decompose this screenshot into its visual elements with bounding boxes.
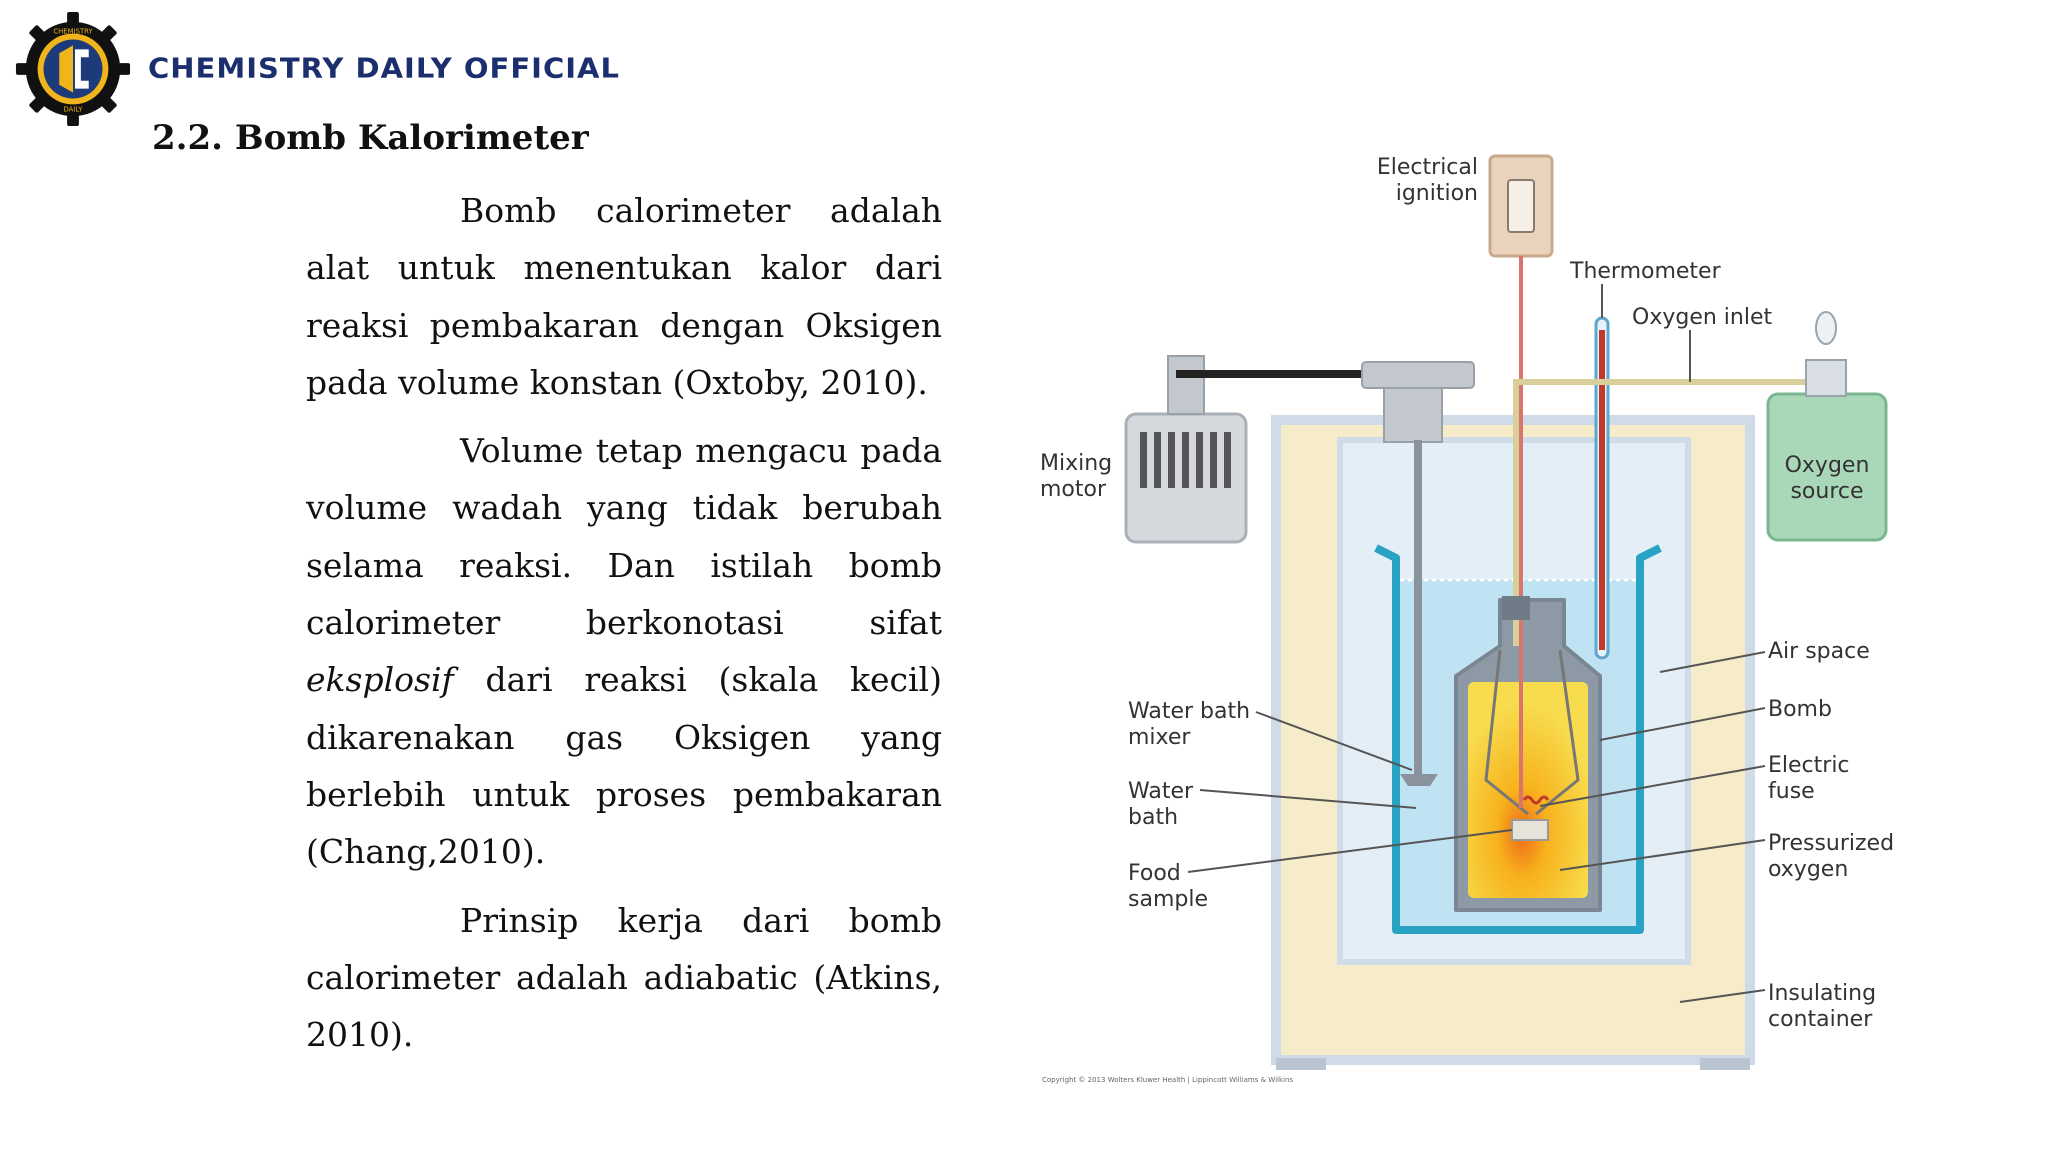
tank-neck <box>1805 359 1847 397</box>
label-oxygen-inlet: Oxygen inlet <box>1632 305 1772 330</box>
chemistry-daily-logo: CHEMISTRY DAILY <box>15 11 131 127</box>
paragraph-2-after: dari reaksi (skala kecil) dikarenakan ga… <box>306 660 942 872</box>
thermometer-mercury <box>1599 330 1605 650</box>
label-pressurized-oxygen-1: Pressurized <box>1768 831 1894 856</box>
label-water-bath-2: bath <box>1128 805 1178 830</box>
label-oxygen-source-2: source <box>1790 479 1863 504</box>
bomb-wire-left <box>1484 649 1529 816</box>
label-insulating-container-2: container <box>1768 1007 1873 1032</box>
leader-insulating-container <box>1679 989 1766 1003</box>
leader-water-bath <box>1199 789 1417 809</box>
label-water-bath-mixer-1: Water bath <box>1128 699 1250 724</box>
label-mixing-motor-2: motor <box>1040 477 1107 502</box>
motor-pulley <box>1167 355 1205 415</box>
food-sample-cup <box>1511 819 1549 841</box>
label-water-bath-mixer-2: mixer <box>1128 725 1191 750</box>
bomb-wire-right <box>1535 649 1580 816</box>
label-oxygen-source-1: Oxygen <box>1785 453 1870 478</box>
paragraph-2: Volume tetap mengacu pada volume wadah y… <box>306 422 942 880</box>
stirrer-hub <box>1383 387 1443 443</box>
water-bath-beaker <box>1374 544 1662 934</box>
bomb-interior <box>1468 682 1588 898</box>
label-water-bath-1: Water <box>1128 779 1194 804</box>
label-food-sample-2: sample <box>1128 887 1208 912</box>
paragraph-1: Bomb calorimeter adalah alat untuk menen… <box>306 191 942 402</box>
label-electric-fuse-1: Electric <box>1768 753 1850 778</box>
body-text: Bomb calorimeter adalah alat untuk menen… <box>306 182 942 1074</box>
label-mixing-motor-1: Mixing <box>1040 451 1112 476</box>
bomb-calorimeter-diagram: Electrical ignition Thermometer Oxygen i… <box>1040 154 1894 1084</box>
logo-top-text: CHEMISTRY <box>53 28 93 36</box>
bomb-valve <box>1502 596 1530 620</box>
logo-bottom-text: DAILY <box>63 105 83 113</box>
paragraph-3: Prinsip kerja dari bomb calorimeter adal… <box>306 900 942 1055</box>
leader-water-bath-mixer <box>1255 711 1413 771</box>
leader-pressurized-oxygen <box>1559 839 1766 871</box>
label-electric-fuse-2: fuse <box>1768 779 1815 804</box>
label-electrical-ignition-2: ignition <box>1396 181 1478 206</box>
ignition-switch <box>1507 179 1535 233</box>
stirrer-pulley <box>1361 361 1475 389</box>
leader-food-sample <box>1187 829 1513 873</box>
fuse-coil <box>1522 795 1550 805</box>
container-foot-left <box>1276 1058 1326 1070</box>
motor-vents <box>1140 432 1231 488</box>
label-air-space: Air space <box>1768 639 1870 664</box>
leader-air-space <box>1659 651 1766 673</box>
paragraph-2-emphasis: eksplosif <box>306 660 454 700</box>
brand-title: CHEMISTRY DAILY OFFICIAL <box>148 52 620 85</box>
tank-valve-knob <box>1815 311 1837 345</box>
label-food-sample-1: Food <box>1128 861 1181 886</box>
label-insulating-container-1: Insulating <box>1768 981 1876 1006</box>
label-pressurized-oxygen-2: oxygen <box>1768 857 1848 882</box>
leader-bomb <box>1599 707 1766 741</box>
label-thermometer: Thermometer <box>1569 259 1722 284</box>
copyright-notice: Copyright © 2013 Wolters Kluwer Health |… <box>1042 1076 1293 1084</box>
section-heading: 2.2. Bomb Kalorimeter <box>152 118 589 158</box>
label-bomb: Bomb <box>1768 697 1832 722</box>
stirrer-blade <box>1400 774 1438 786</box>
label-electrical-ignition-1: Electrical <box>1377 155 1478 180</box>
container-foot-right <box>1700 1058 1750 1070</box>
leader-electric-fuse <box>1539 765 1766 807</box>
paragraph-2-before: Volume tetap mengacu pada volume wadah y… <box>306 431 942 643</box>
